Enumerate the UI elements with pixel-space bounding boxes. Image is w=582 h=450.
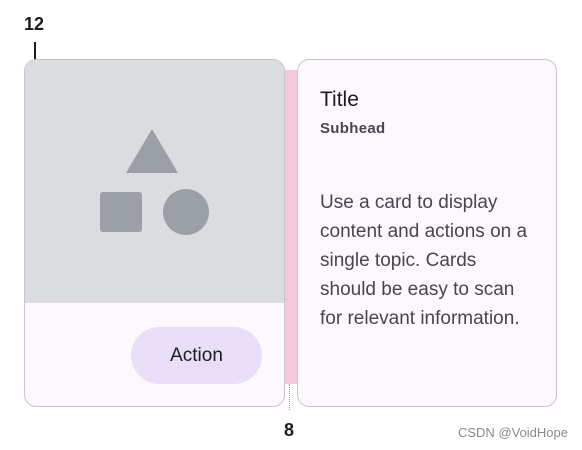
card-subhead: Subhead	[320, 120, 386, 137]
circle-icon	[163, 189, 209, 235]
card-gap-label: 8	[284, 420, 295, 440]
corner-radius-leader-line	[34, 42, 36, 62]
card-gap-highlight	[285, 70, 297, 384]
card-title: Title	[320, 88, 359, 111]
action-button[interactable]: Action	[131, 327, 262, 384]
media-shapes	[100, 129, 209, 235]
watermark: CSDN @VoidHope	[457, 425, 568, 440]
text-card: Title Subhead Use a card to display cont…	[297, 59, 557, 407]
media-placeholder	[25, 60, 284, 303]
card-body-text: Use a card to display content and action…	[320, 192, 528, 329]
card-gap-leader-line	[289, 384, 290, 410]
square-icon	[100, 192, 142, 232]
corner-radius-label: 12	[24, 14, 45, 34]
media-card: Action	[24, 59, 285, 407]
triangle-icon	[126, 129, 178, 173]
